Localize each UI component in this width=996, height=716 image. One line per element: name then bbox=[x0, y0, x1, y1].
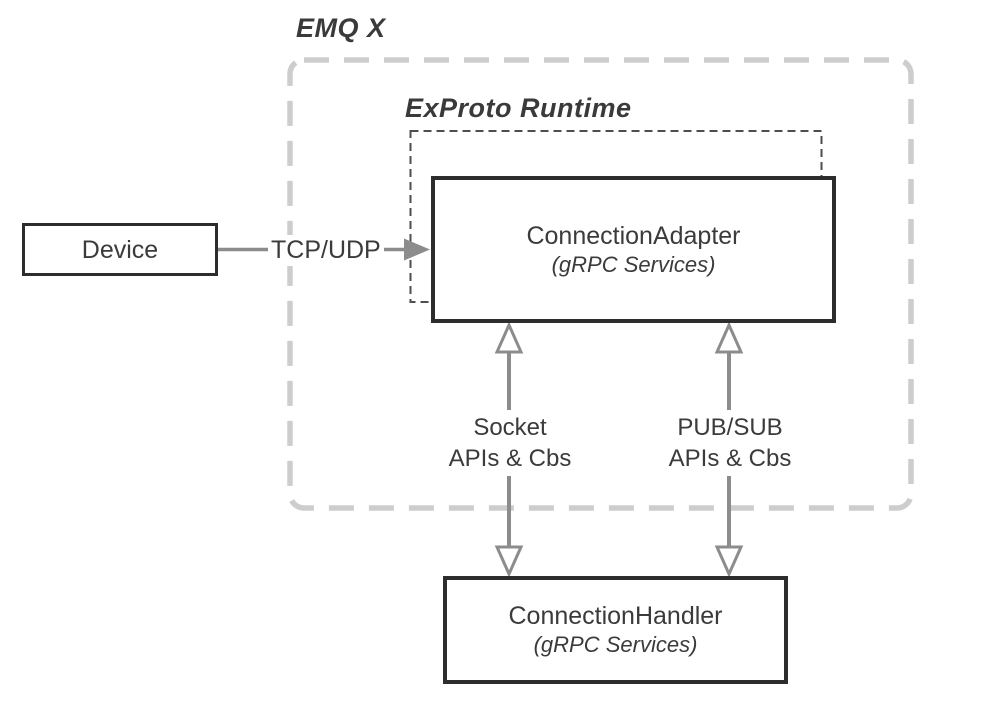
socket-apis-edge-label-line1: Socket bbox=[473, 414, 547, 441]
pubsub-apis-edge-label-line1: PUB/SUB bbox=[677, 414, 783, 441]
exproto-runtime-group-label: ExProto Runtime bbox=[405, 93, 632, 123]
connection-handler-subtitle: (gRPC Services) bbox=[533, 632, 698, 657]
connection-adapter-node: ConnectionAdapter (gRPC Services) bbox=[431, 176, 836, 323]
emqx-boundary bbox=[287, 57, 914, 511]
connection-handler-title: ConnectionHandler bbox=[508, 602, 723, 630]
device-node-label: Device bbox=[81, 235, 159, 264]
pubsub-apis-edge-label: PUB/SUB APIs & Cbs bbox=[662, 410, 798, 476]
tcp-udp-edge-label: TCP/UDP bbox=[268, 235, 384, 266]
emqx-group-label: EMQ X bbox=[296, 13, 386, 43]
socket-arrowhead-up-icon bbox=[494, 321, 524, 354]
socket-apis-edge-label-line2: APIs & Cbs bbox=[448, 445, 572, 472]
pubsub-apis-edge-label-line2: APIs & Cbs bbox=[668, 445, 792, 472]
pubsub-arrowhead-up-icon bbox=[714, 321, 744, 354]
socket-apis-edge-label: Socket APIs & Cbs bbox=[442, 410, 578, 476]
connection-handler-node: ConnectionHandler (gRPC Services) bbox=[443, 576, 788, 684]
tcp-udp-arrowhead-icon bbox=[404, 238, 430, 261]
pubsub-arrowhead-down-icon bbox=[714, 545, 744, 578]
connection-adapter-subtitle: (gRPC Services) bbox=[551, 251, 716, 277]
socket-arrowhead-down-icon bbox=[494, 545, 524, 578]
device-node: Device bbox=[22, 223, 218, 276]
connection-adapter-title: ConnectionAdapter bbox=[526, 221, 741, 250]
